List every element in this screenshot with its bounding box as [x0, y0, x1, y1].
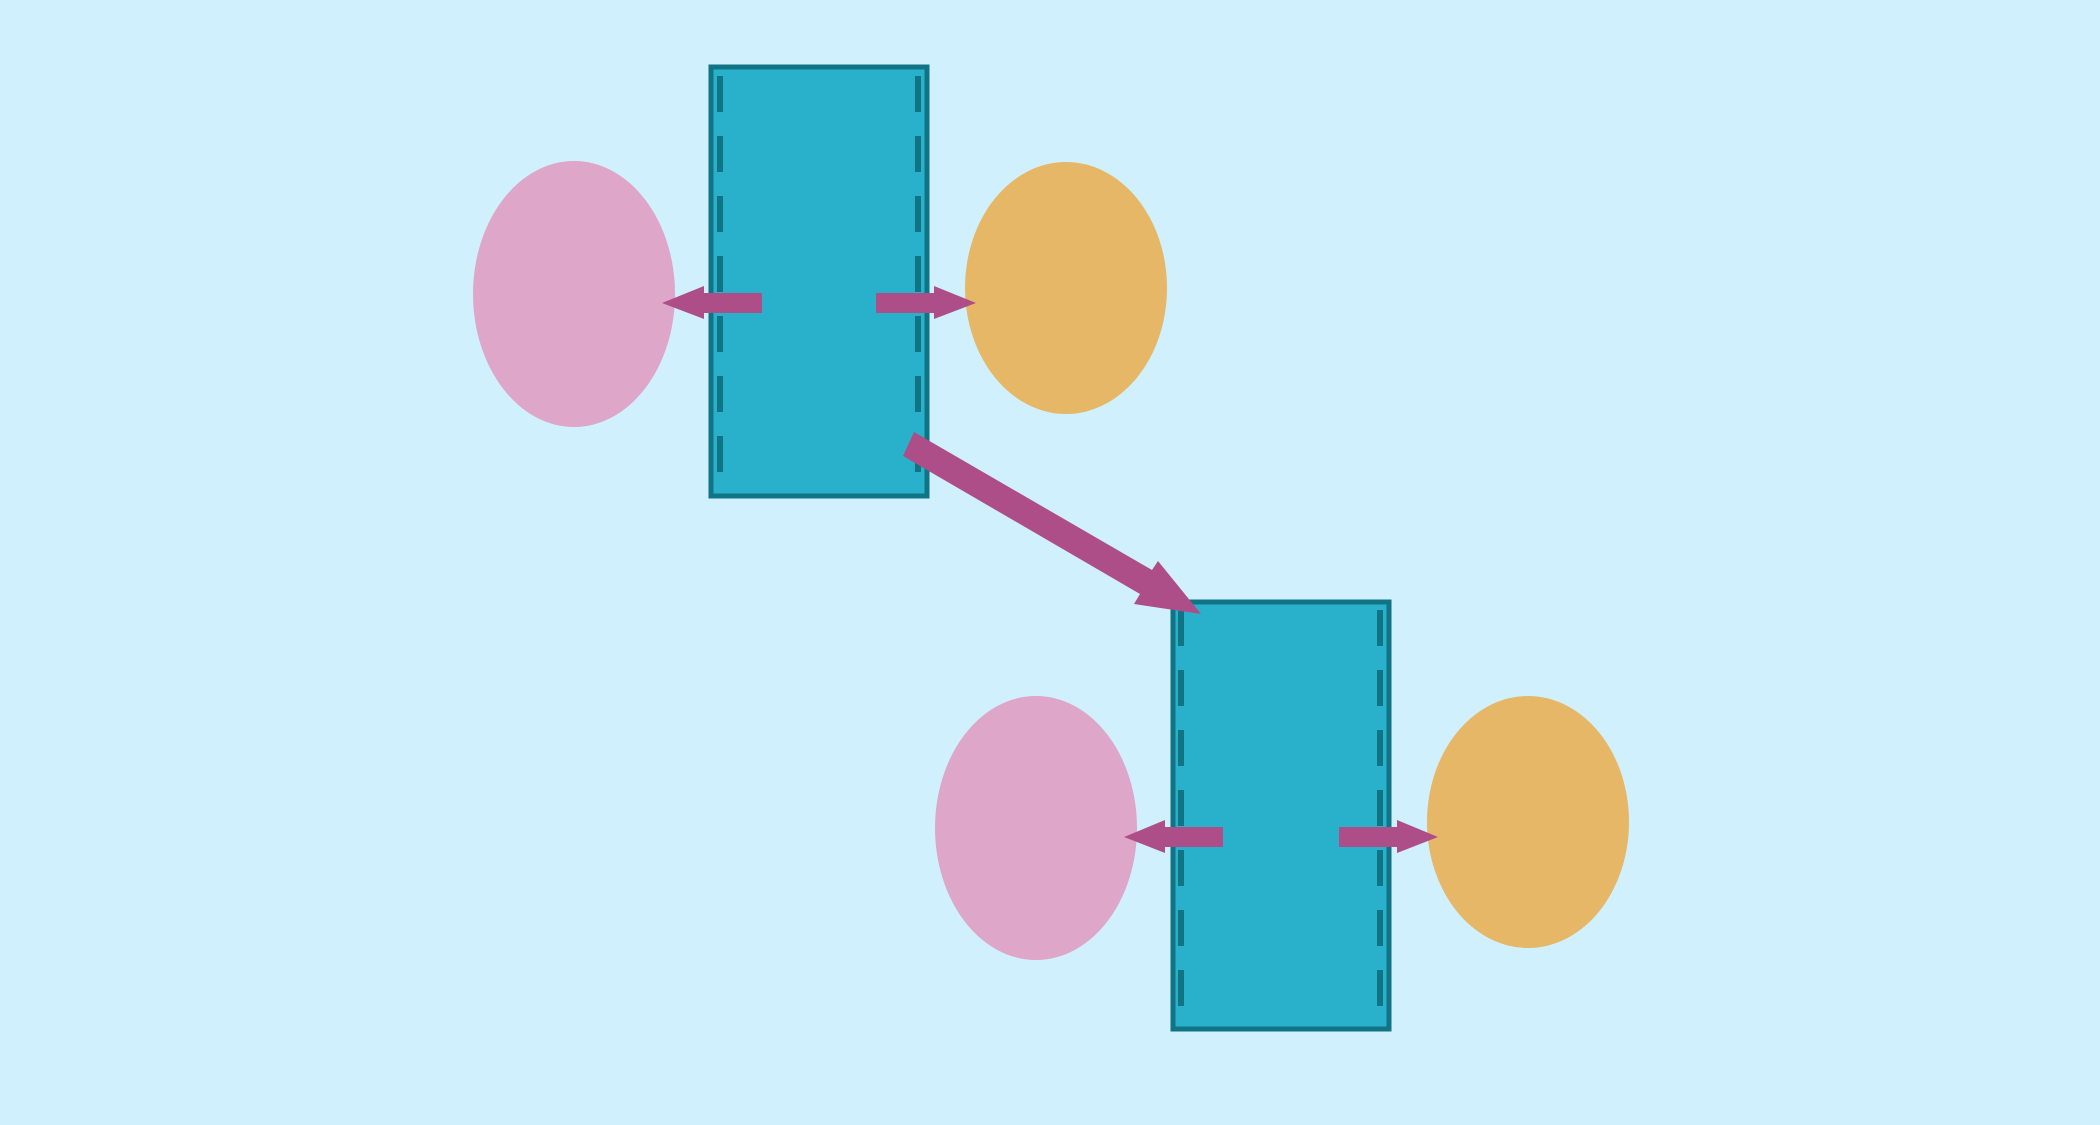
- lower-right-arrow: [1339, 820, 1438, 853]
- upper-right-orange-ellipse: [965, 162, 1167, 414]
- lower-box: [1170, 599, 1392, 1032]
- lower-group: [935, 599, 1629, 1032]
- lower-right-orange-ellipse: [1427, 696, 1629, 948]
- upper-box: [708, 64, 930, 499]
- lower-left-pink-ellipse: [935, 696, 1137, 960]
- connector-arrow: [903, 432, 1201, 614]
- lower-left-arrow: [1124, 820, 1223, 853]
- upper-group: [473, 64, 1167, 499]
- upper-left-pink-ellipse: [473, 161, 675, 427]
- upper-left-arrow: [662, 286, 762, 319]
- upper-right-arrow: [876, 286, 976, 319]
